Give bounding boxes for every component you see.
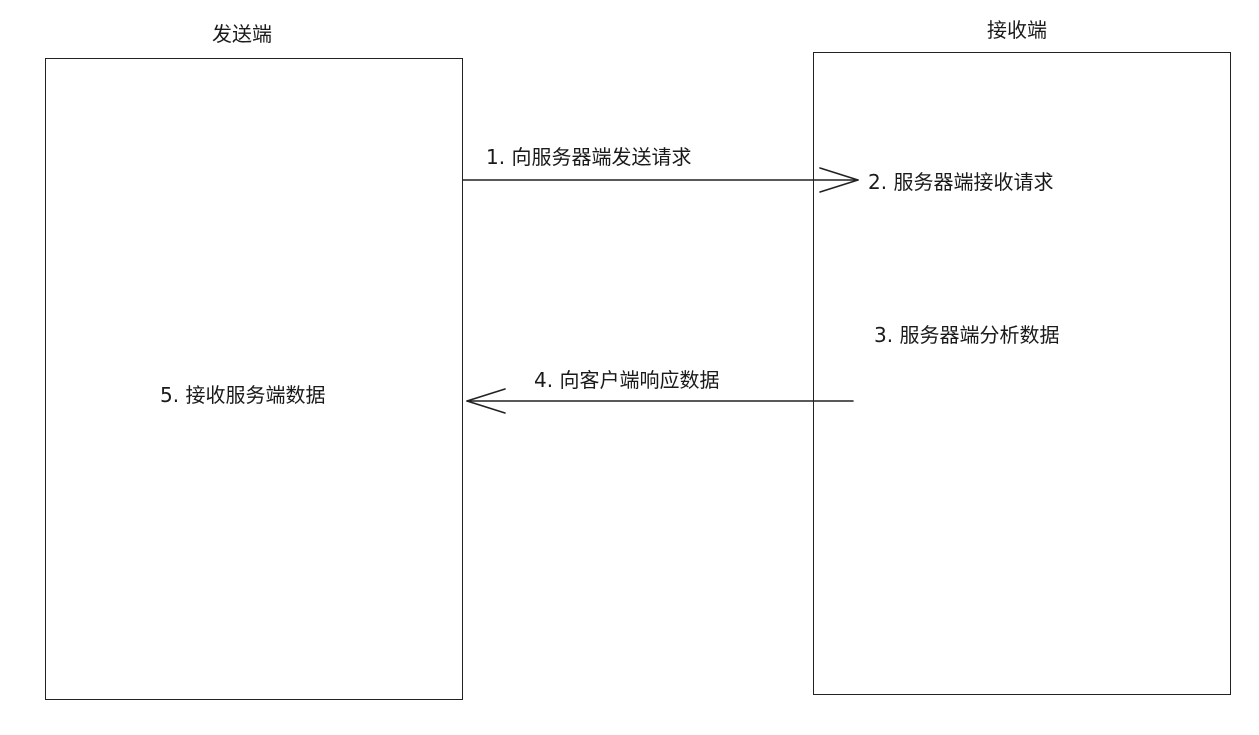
sender-title: 发送端 bbox=[212, 22, 272, 46]
sender-box bbox=[45, 58, 463, 700]
response-label: 4. 向客户端响应数据 bbox=[534, 368, 720, 392]
request-arrow bbox=[462, 167, 859, 193]
step-2-label: 2. 服务器端接收请求 bbox=[868, 170, 1054, 194]
request-label: 1. 向服务器端发送请求 bbox=[486, 145, 692, 169]
receiver-box bbox=[813, 52, 1231, 695]
step-5-label: 5. 接收服务端数据 bbox=[160, 383, 326, 407]
response-arrow bbox=[466, 388, 854, 414]
step-3-label: 3. 服务器端分析数据 bbox=[874, 323, 1060, 347]
receiver-title: 接收端 bbox=[987, 18, 1047, 42]
